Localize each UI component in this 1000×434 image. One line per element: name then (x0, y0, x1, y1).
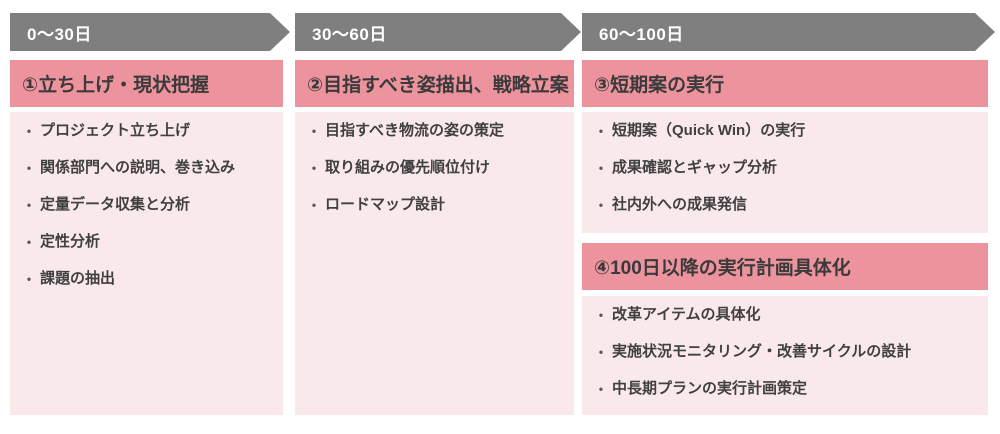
list-item-text: 実施状況モニタリング・改善サイクルの設計 (612, 343, 912, 360)
phase-column-1: 0～30日 ①立ち上げ・現状把握 • プロジェクト立ち上げ • 関係部門への説明… (10, 13, 283, 415)
block-title-2: ②目指すべき姿描出、戦略立案 (307, 75, 569, 96)
list-item-text: 関係部門への説明、巻き込み (40, 159, 236, 176)
bullet-icon: • (598, 308, 604, 322)
block-header-1: ①立ち上げ・現状把握 (10, 60, 283, 107)
phase-band-label-3: 60～100日 (599, 24, 684, 44)
bullet-icon: • (598, 198, 604, 212)
list-item: • 目指すべき物流の姿の策定 (303, 121, 564, 141)
bullet-icon: • (26, 272, 32, 286)
block-header-4: ④100日以降の実行計画具体化 (582, 243, 988, 290)
phase-band-arrow-2: 30～60日 (295, 13, 581, 51)
bullet-icon: • (598, 161, 604, 175)
list-item-text: 定性分析 (40, 233, 101, 250)
phase-column-3: 60～100日 ③短期案の実行 • 短期案（Quick Win）の実行 • 成果… (582, 13, 988, 415)
bullet-icon: • (598, 345, 604, 359)
list-item-text: プロジェクト立ち上げ (40, 122, 191, 139)
list-item-text: 社内外への成果発信 (612, 196, 748, 213)
block-body-1: • プロジェクト立ち上げ • 関係部門への説明、巻き込み • 定量データ収集と分… (10, 112, 283, 415)
bullet-icon: • (311, 124, 317, 138)
bullet-list-4: • 改革アイテムの具体化 • 実施状況モニタリング・改善サイクルの設計 • 中長… (590, 305, 978, 399)
list-item-text: ロードマップ設計 (325, 196, 446, 213)
bullet-list-2: • 目指すべき物流の姿の策定 • 取り組みの優先順位付け • ロードマップ設計 (303, 121, 564, 215)
phase-column-2: 30～60日 ②目指すべき姿描出、戦略立案 • 目指すべき物流の姿の策定 • 取… (295, 13, 574, 415)
list-item: • 実施状況モニタリング・改善サイクルの設計 (590, 342, 978, 362)
list-item-text: 改革アイテムの具体化 (612, 306, 761, 323)
list-item: • プロジェクト立ち上げ (18, 121, 273, 141)
list-item: • 成果確認とギャップ分析 (590, 158, 978, 178)
list-item: • 中長期プランの実行計画策定 (590, 379, 978, 399)
block-body-2: • 目指すべき物流の姿の策定 • 取り組みの優先順位付け • ロードマップ設計 (295, 112, 574, 415)
list-item: • 短期案（Quick Win）の実行 (590, 121, 978, 141)
block-header-2: ②目指すべき姿描出、戦略立案 (295, 60, 574, 107)
block-header-3: ③短期案の実行 (582, 60, 988, 107)
bullet-list-3: • 短期案（Quick Win）の実行 • 成果確認とギャップ分析 • 社内外へ… (590, 121, 978, 215)
bullet-icon: • (598, 124, 604, 138)
bullet-list-1: • プロジェクト立ち上げ • 関係部門への説明、巻き込み • 定量データ収集と分… (18, 121, 273, 289)
list-item: • ロードマップ設計 (303, 195, 564, 215)
list-item-text: 短期案（Quick Win）の実行 (612, 122, 806, 139)
list-item: • 関係部門への説明、巻き込み (18, 158, 273, 178)
list-item: • 社内外への成果発信 (590, 195, 978, 215)
block-title-3: ③短期案の実行 (594, 75, 725, 96)
phase-band-arrow-1: 0～30日 (10, 13, 290, 51)
list-item-text: 定量データ収集と分析 (40, 196, 191, 213)
list-item: • 定量データ収集と分析 (18, 195, 273, 215)
phase-band-arrow-3: 60～100日 (582, 13, 995, 51)
bullet-icon: • (26, 124, 32, 138)
bullet-icon: • (311, 161, 317, 175)
bullet-icon: • (26, 161, 32, 175)
phase-band-label-2: 30～60日 (312, 24, 387, 44)
list-item: • 取り組みの優先順位付け (303, 158, 564, 178)
block-title-1: ①立ち上げ・現状把握 (22, 75, 210, 96)
list-item-text: 取り組みの優先順位付け (325, 159, 491, 176)
block-body-3: • 短期案（Quick Win）の実行 • 成果確認とギャップ分析 • 社内外へ… (582, 112, 988, 233)
list-item-text: 目指すべき物流の姿の策定 (325, 122, 504, 139)
list-item-text: 中長期プランの実行計画策定 (612, 380, 808, 397)
bullet-icon: • (598, 382, 604, 396)
block-body-4: • 改革アイテムの具体化 • 実施状況モニタリング・改善サイクルの設計 • 中長… (582, 296, 988, 415)
list-item: • 課題の抽出 (18, 269, 273, 289)
list-item: • 改革アイテムの具体化 (590, 305, 978, 325)
list-item-text: 課題の抽出 (40, 270, 116, 287)
list-item-text: 成果確認とギャップ分析 (612, 159, 778, 176)
bullet-icon: • (26, 198, 32, 212)
block-title-4: ④100日以降の実行計画具体化 (594, 258, 851, 279)
list-item: • 定性分析 (18, 232, 273, 252)
bullet-icon: • (26, 235, 32, 249)
phase-band-label-1: 0～30日 (27, 24, 92, 44)
bullet-icon: • (311, 198, 317, 212)
